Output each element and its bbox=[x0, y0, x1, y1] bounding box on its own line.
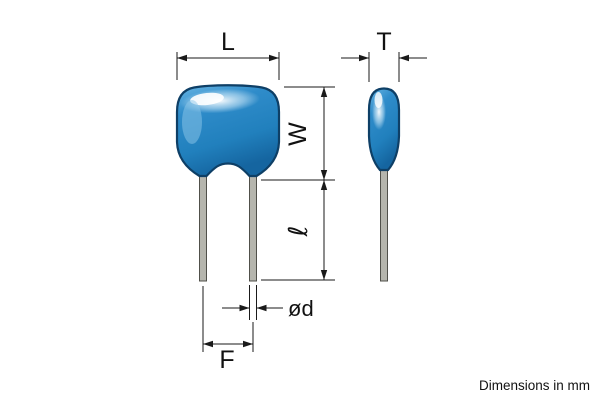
dimension-W: W bbox=[261, 86, 335, 181]
dimension-label-F: F bbox=[219, 346, 234, 374]
side-lead bbox=[380, 167, 388, 282]
arrowhead-left bbox=[177, 54, 187, 62]
dimension-lead-diameter: ød bbox=[222, 285, 314, 321]
dimension-label-L: L bbox=[221, 28, 235, 56]
dimension-L: L bbox=[176, 28, 280, 80]
side-gloss-bright-spot bbox=[374, 92, 383, 108]
dimension-T: T bbox=[341, 28, 427, 82]
dimension-label-T: T bbox=[376, 28, 391, 56]
arrowhead-right bbox=[269, 54, 279, 62]
body-left-sheen bbox=[182, 100, 202, 144]
side-view bbox=[367, 87, 401, 282]
arrowhead-right bbox=[243, 340, 253, 348]
arrowhead-up bbox=[320, 180, 328, 190]
arrowhead-right bbox=[399, 54, 409, 62]
arrowhead-left bbox=[203, 340, 213, 348]
arrowhead-left bbox=[256, 304, 267, 312]
dimension-label-lead-diameter: ød bbox=[288, 296, 314, 321]
right-lead bbox=[249, 173, 257, 282]
arrowhead-down bbox=[320, 170, 328, 180]
front-view bbox=[175, 84, 281, 282]
dimension-F: F bbox=[202, 286, 254, 374]
dimension-lead-length: ℓ bbox=[261, 180, 335, 281]
arrowhead-up bbox=[320, 87, 328, 97]
arrowhead-left bbox=[359, 54, 369, 62]
dimension-label-lead-length: ℓ bbox=[284, 226, 314, 238]
arrowhead-right bbox=[239, 304, 250, 312]
left-lead bbox=[199, 173, 207, 282]
units-footnote: Dimensions in mm bbox=[479, 378, 590, 393]
body-gloss-bright-spot bbox=[190, 92, 224, 106]
dimension-label-W: W bbox=[284, 122, 312, 146]
arrowhead-down bbox=[320, 270, 328, 280]
